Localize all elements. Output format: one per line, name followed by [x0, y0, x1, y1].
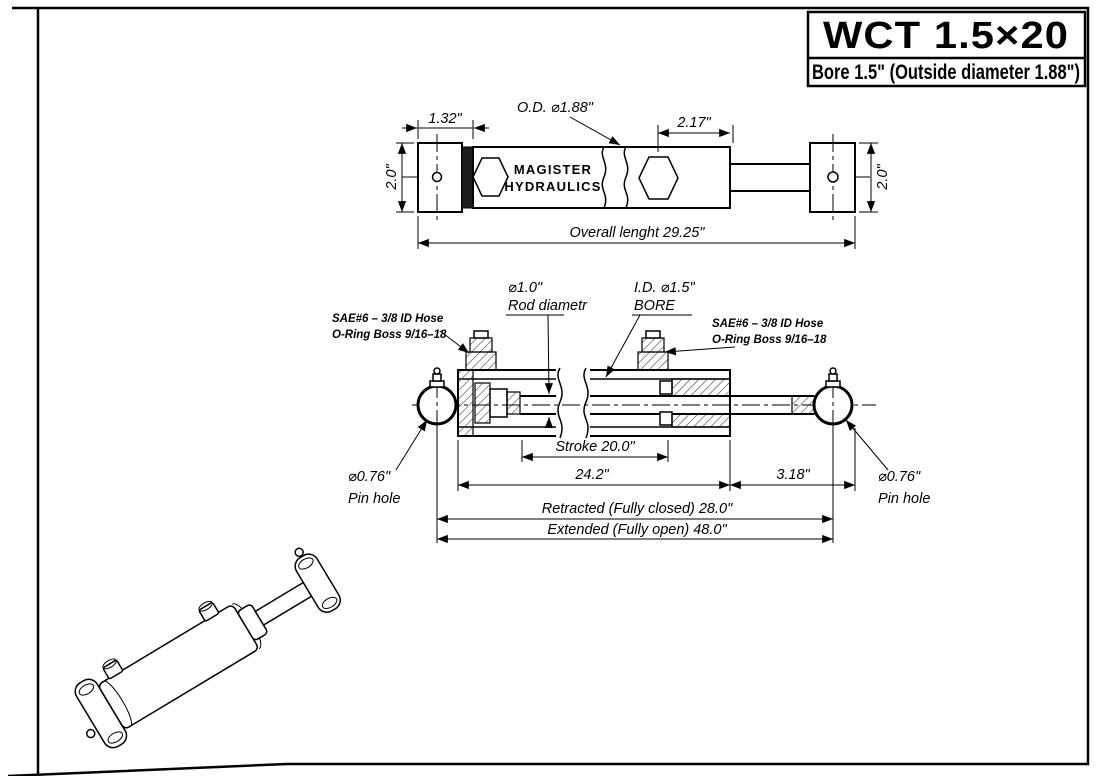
end-gland-band: [461, 146, 474, 209]
rod-gland: [659, 378, 731, 428]
break-line: [601, 146, 607, 209]
svg-text:3.18": 3.18": [776, 467, 810, 483]
grease-fitting-icon: [827, 171, 839, 183]
dim-cross-tube-width: 1.32": [402, 111, 489, 139]
pin-eye-left: [416, 367, 458, 431]
sae-port-left: [465, 330, 497, 371]
od-callout: O.D. ⌀1.88": [517, 100, 621, 146]
sae-port-callout-left: SAE#6 – 3/8 ID Hose O-Ring Boss 9/16–18: [332, 313, 470, 354]
svg-text:2.17": 2.17": [676, 115, 711, 131]
svg-text:Pin hole: Pin hole: [878, 491, 930, 507]
hex-gland-icon: [472, 157, 509, 197]
piston-assembly: [474, 382, 521, 424]
iso-barrel: [98, 600, 262, 729]
grease-zerk-icon: [825, 367, 841, 388]
page-border: [7, 6, 1090, 776]
svg-text:O-Ring Boss 9/16–18: O-Ring Boss 9/16–18: [332, 329, 447, 341]
svg-text:Overall lenght 29.25": Overall lenght 29.25": [570, 225, 706, 241]
svg-text:1.32": 1.32": [428, 111, 462, 127]
svg-text:Retracted (Fully closed) 28.0": Retracted (Fully closed) 28.0": [542, 501, 733, 517]
dim-clevis-height-left: 2.0": [384, 142, 414, 213]
dim-overall-length: Overall lenght 29.25": [417, 216, 856, 249]
svg-text:2.0": 2.0": [384, 163, 400, 190]
dim-retracted: Retracted (Fully closed) 28.0": [436, 426, 834, 543]
svg-text:2.0": 2.0": [875, 163, 891, 190]
rod-cross-tube: [809, 134, 856, 221]
rod-diameter-callout: ⌀1.0" Rod diametr: [506, 280, 588, 428]
cylinder-barrel: MAGISTER HYDRAULICS: [472, 146, 731, 209]
svg-text:24.2": 24.2": [574, 467, 609, 483]
iso-rod-end: [237, 547, 342, 641]
dim-port-to-end: 2.17": [657, 115, 734, 152]
svg-text:Extended (Fully open) 48.0": Extended (Fully open) 48.0": [547, 522, 727, 538]
svg-text:Pin hole: Pin hole: [348, 491, 400, 507]
svg-text:O-Ring Boss 9/16–18: O-Ring Boss 9/16–18: [712, 334, 827, 346]
grease-fitting-icon: [431, 171, 443, 183]
dim-rod-clevis-distance: 3.18": [730, 428, 856, 491]
grease-zerk-icon: [294, 547, 304, 558]
pin-hole-callout-left: ⌀0.76" Pin hole: [348, 419, 428, 507]
dim-stroke: Stroke 20.0": [521, 439, 669, 462]
top-view: MAGISTER HYDRAULICS 1.32" O.D. ⌀1.88": [384, 100, 891, 249]
hex-nut-icon: [638, 156, 679, 200]
end-cap-hatch: [457, 369, 474, 437]
piston-rod: [729, 163, 811, 192]
pin-hole-callout-right: ⌀0.76" Pin hole: [845, 419, 930, 507]
bore-callout: I.D. ⌀1.5" BORE: [605, 280, 695, 378]
iso-port: [102, 659, 124, 680]
dim-clevis-height-right: 2.0": [859, 142, 891, 213]
svg-text:Stroke 20.0": Stroke 20.0": [555, 439, 635, 455]
base-cross-tube: [417, 134, 463, 221]
brand-name-2: HYDRAULICS: [504, 179, 601, 194]
break-line: [623, 146, 629, 209]
svg-text:Rod diametr: Rod diametr: [508, 298, 588, 314]
svg-text:⌀1.0": ⌀1.0": [508, 280, 543, 296]
sae-port-callout-right: SAE#6 – 3/8 ID Hose O-Ring Boss 9/16–18: [664, 318, 827, 356]
pin-eye-right: [812, 367, 854, 431]
svg-text:SAE#6 – 3/8 ID Hose: SAE#6 – 3/8 ID Hose: [712, 318, 824, 330]
svg-text:I.D. ⌀1.5": I.D. ⌀1.5": [634, 280, 695, 296]
model-subtitle: Bore 1.5" (Outside diameter 1.88"): [812, 61, 1080, 84]
brand-name: MAGISTER: [514, 162, 592, 177]
sae-port-right: [637, 330, 669, 371]
svg-text:O.D. ⌀1.88": O.D. ⌀1.88": [517, 100, 594, 116]
model-title: WCT 1.5×20: [823, 15, 1069, 57]
break-zone: [556, 366, 590, 440]
svg-text:BORE: BORE: [634, 298, 675, 314]
section-view: ⌀1.0" Rod diametr I.D. ⌀1.5" BORE SAE#6 …: [332, 280, 930, 544]
grease-zerk-icon: [429, 367, 445, 388]
svg-text:⌀0.76": ⌀0.76": [878, 469, 921, 485]
svg-text:⌀0.76": ⌀0.76": [348, 469, 391, 485]
title-block: WCT 1.5×20 Bore 1.5" (Outside diameter 1…: [806, 10, 1087, 88]
grease-zerk-icon: [86, 728, 96, 739]
iso-port: [198, 602, 220, 622]
isometric-view: [74, 547, 342, 749]
dim-extended: Extended (Fully open) 48.0": [437, 522, 833, 544]
svg-text:SAE#6 – 3/8 ID Hose: SAE#6 – 3/8 ID Hose: [332, 313, 444, 325]
